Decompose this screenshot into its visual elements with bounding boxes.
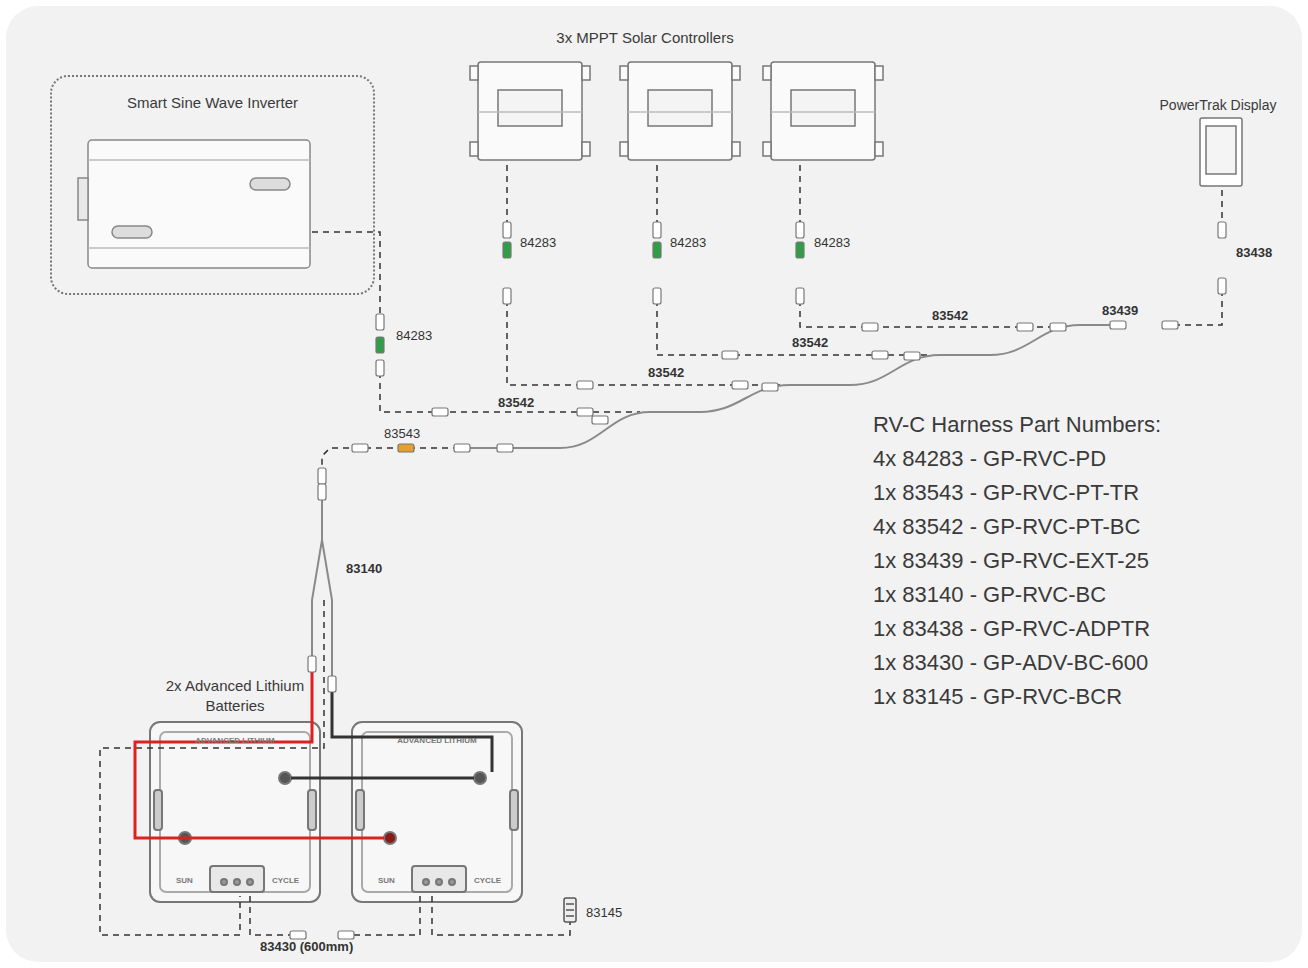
connector-plug xyxy=(796,288,804,304)
connector-plug xyxy=(653,222,661,238)
connector-plug xyxy=(1218,278,1226,294)
connector-plug xyxy=(308,656,316,672)
callout-number: 83542 xyxy=(790,336,830,351)
connector-plug xyxy=(503,222,511,238)
connector-plug xyxy=(290,931,306,939)
embossed-text: SUN xyxy=(176,876,193,885)
connector-plugs xyxy=(290,222,1226,939)
connector-plug xyxy=(376,360,384,376)
connector-plug xyxy=(376,314,384,330)
dimension-label: 83430 (600mm) xyxy=(258,940,355,955)
battery-illustrations xyxy=(150,722,522,902)
embossed-text: ADVANCED LITHIUM xyxy=(397,736,476,745)
callout-number: 83542 xyxy=(646,366,686,381)
connector-plug xyxy=(722,351,738,359)
inverter-region: Smart Sine Wave Inverter xyxy=(50,75,375,295)
connector-plug xyxy=(352,444,368,452)
callout-number: 84283 xyxy=(668,236,708,251)
part-list-row: 1x 83140 - GP-RVC-BC xyxy=(873,582,1106,607)
connector-plug xyxy=(862,323,878,331)
connector-plug xyxy=(503,288,511,304)
connector-plug xyxy=(653,242,661,258)
connector-plug xyxy=(1110,321,1126,329)
connector-plug xyxy=(318,484,326,500)
part-list-row: 4x 83542 - GP-RVC-PT-BC xyxy=(873,514,1140,539)
connector-plug xyxy=(872,351,888,359)
callout-number: 84283 xyxy=(812,236,852,251)
connector-plug xyxy=(338,931,354,939)
connector-plug xyxy=(497,444,513,452)
embossed-text: CYCLE xyxy=(272,876,299,885)
part-list-row: 1x 83543 - GP-RVC-PT-TR xyxy=(873,480,1139,505)
list-heading: RV-C Harness Part Numbers: xyxy=(873,412,1161,437)
part-list-row: 1x 83439 - GP-RVC-EXT-25 xyxy=(873,548,1149,573)
callout-number: 84283 xyxy=(518,236,558,251)
connector-plug xyxy=(577,408,593,416)
embossed-text: CYCLE xyxy=(474,876,501,885)
connector-plug xyxy=(653,288,661,304)
part-list-row: 4x 84283 - GP-RVC-PD xyxy=(873,446,1106,471)
connector-plug xyxy=(762,383,778,391)
connector-plug xyxy=(1017,323,1033,331)
connector-plug xyxy=(328,676,336,692)
callout-number: 83145 xyxy=(584,906,624,921)
inverter-illustration xyxy=(78,140,310,268)
terminator-plug xyxy=(564,898,576,922)
connector-plug xyxy=(732,381,748,389)
connector-plug xyxy=(592,416,608,424)
connector-plug xyxy=(577,381,593,389)
part-list-row: 1x 83145 - GP-RVC-BCR xyxy=(873,684,1122,709)
group-heading: 3x MPPT Solar Controllers xyxy=(520,28,770,52)
connector-plug xyxy=(432,408,448,416)
callout-number: 83543 xyxy=(382,427,422,442)
connector-plug xyxy=(318,468,326,484)
connector-plug xyxy=(796,242,804,258)
part-list-row: 1x 83430 - GP-ADV-BC-600 xyxy=(873,650,1148,675)
callout-number: 83542 xyxy=(930,309,970,324)
callout-number: 83542 xyxy=(496,396,536,411)
embossed-text: ADVANCED LITHIUM xyxy=(195,736,274,745)
node-text: PowerTrak Display xyxy=(1130,96,1306,115)
connector-plug xyxy=(1218,222,1226,238)
callout-number: 83140 xyxy=(344,562,384,577)
connector-plug xyxy=(376,337,384,353)
callout-number: 83438 xyxy=(1234,246,1274,261)
embossed-text: SUN xyxy=(378,876,395,885)
mppt-controller-illustrations xyxy=(470,62,883,160)
callout-number: 83439 xyxy=(1100,304,1140,319)
connector-plug xyxy=(454,444,470,452)
group-heading: 2x Advanced Lithium Batteries xyxy=(160,676,310,720)
connector-plug xyxy=(398,444,414,452)
connector-plug xyxy=(904,352,920,360)
connector-plug xyxy=(503,242,511,258)
device-heading: PowerTrak Display xyxy=(1130,96,1306,116)
connector-plug xyxy=(796,222,804,238)
connector-plug xyxy=(1162,321,1178,329)
part-list-row: 1x 83438 - GP-RVC-ADPTR xyxy=(873,616,1150,641)
rvc-harness-lines xyxy=(100,165,1222,935)
callout-number: 84283 xyxy=(394,329,434,344)
connector-plug xyxy=(1050,323,1066,331)
node-text: Smart Sine Wave Inverter xyxy=(62,93,363,113)
negative-cable xyxy=(291,684,492,778)
node-text: 2x Advanced Lithium Batteries xyxy=(160,676,310,717)
node-text: 3x MPPT Solar Controllers xyxy=(520,28,770,48)
positive-cable xyxy=(135,664,384,838)
display-illustration xyxy=(1200,118,1242,186)
